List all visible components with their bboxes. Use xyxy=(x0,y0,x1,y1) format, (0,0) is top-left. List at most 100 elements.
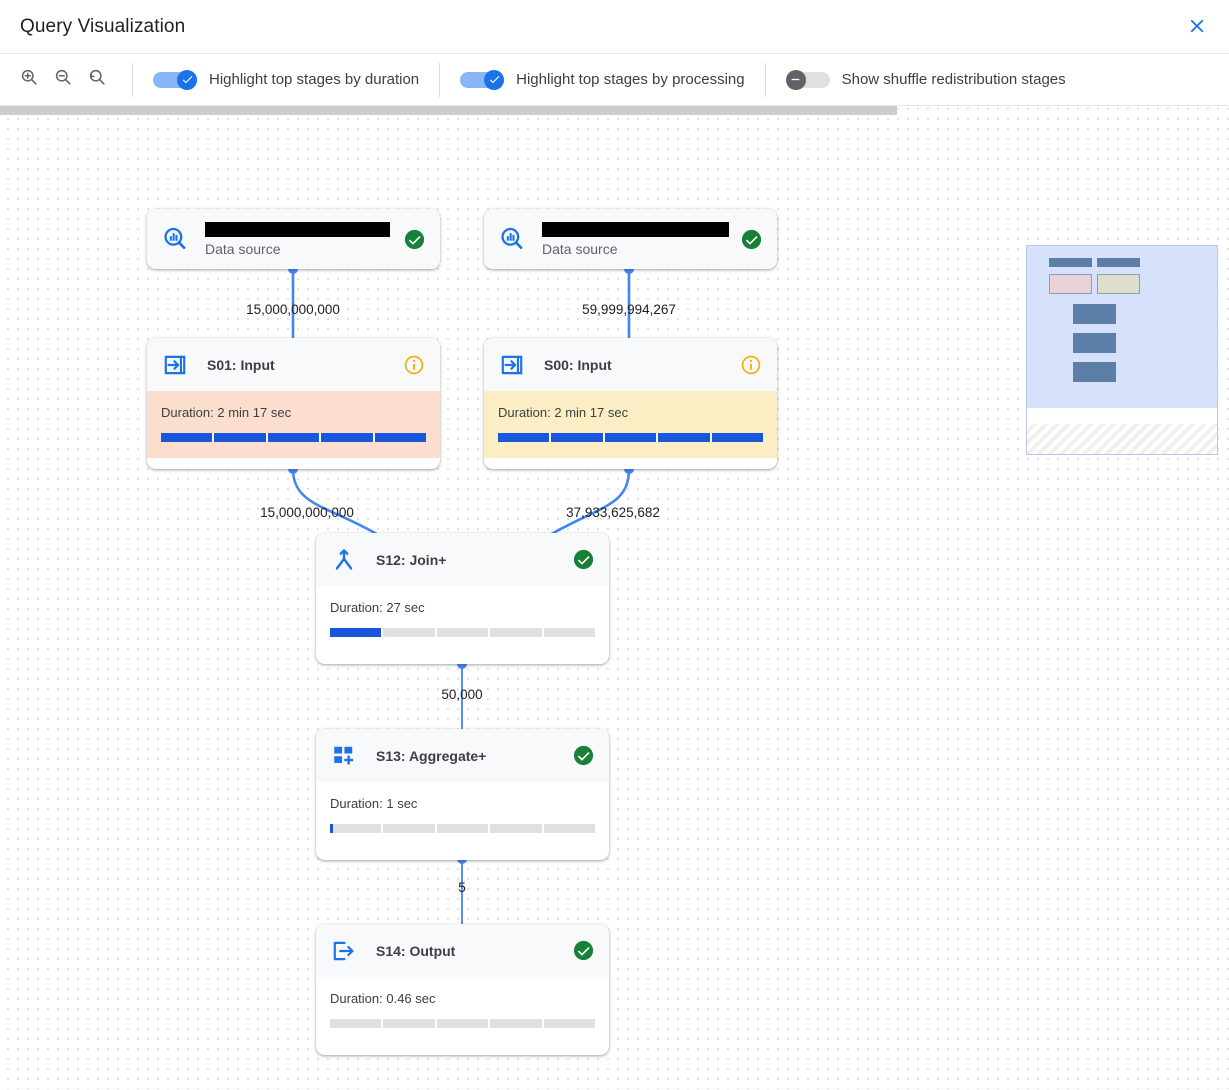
data-source-texts: Data source xyxy=(205,221,402,257)
node-header: S00: Input xyxy=(484,338,777,391)
duration-label: Duration: 27 sec xyxy=(330,600,425,615)
progress-bar xyxy=(161,433,426,442)
edge-s01-s12 xyxy=(291,468,381,538)
duration-label: Duration: 2 min 17 sec xyxy=(161,405,292,420)
node-data-source-right[interactable]: Data source xyxy=(484,209,777,269)
status-badge-success xyxy=(571,744,595,768)
input-stage-icon xyxy=(161,351,189,379)
node-title: S13: Aggregate+ xyxy=(376,747,487,764)
zoom-in-button[interactable] xyxy=(12,63,46,97)
minimap-node-highlight-processing xyxy=(1097,274,1140,294)
node-body: Duration: 1 sec xyxy=(316,782,609,849)
edge-s00-s12 xyxy=(547,468,631,538)
edge-label: 37,933,625,682 xyxy=(566,505,660,520)
horizontal-scrollbar[interactable] xyxy=(0,106,897,115)
progress-ticks xyxy=(330,1019,595,1028)
toggle-switch-shuffle[interactable] xyxy=(785,69,830,90)
data-source-subtitle: Data source xyxy=(205,240,281,257)
zoom-out-button[interactable] xyxy=(46,63,80,97)
zoom-in-icon xyxy=(19,67,39,92)
data-source-name-redacted xyxy=(205,221,390,237)
node-header: Data source xyxy=(484,209,777,269)
minimap-viewport[interactable] xyxy=(1027,246,1217,408)
data-source-icon xyxy=(498,225,526,253)
join-stage-icon xyxy=(330,546,358,574)
minimap-node-highlight-duration xyxy=(1049,274,1092,294)
dialog-header: Query Visualization xyxy=(0,0,1229,53)
status-badge-info[interactable] xyxy=(402,353,426,377)
toggle-label-processing: Highlight top stages by processing xyxy=(516,71,745,88)
switch-knob xyxy=(785,69,806,90)
node-title: S12: Join+ xyxy=(376,551,447,568)
progress-bar xyxy=(330,1019,595,1028)
check-icon xyxy=(489,76,500,84)
toggle-label-duration: Highlight top stages by duration xyxy=(209,71,420,88)
edge-label: 50,000 xyxy=(441,687,483,702)
zoom-reset-button[interactable] xyxy=(80,63,114,97)
status-badge-info[interactable] xyxy=(739,353,763,377)
duration-label: Duration: 2 min 17 sec xyxy=(498,405,629,420)
page-title: Query Visualization xyxy=(20,15,186,37)
node-stage-s13[interactable]: S13: Aggregate+ Duration: 1 sec xyxy=(316,729,609,860)
toggle-label-shuffle: Show shuffle redistribution stages xyxy=(841,71,1066,88)
duration-label: Duration: 0.46 sec xyxy=(330,991,436,1006)
progress-fill xyxy=(330,628,383,637)
status-badge-success xyxy=(571,548,595,572)
toolbar-divider xyxy=(764,62,766,97)
progress-fill xyxy=(498,433,763,442)
graph-minimap[interactable] xyxy=(1026,245,1218,455)
aggregate-stage-icon xyxy=(330,742,358,770)
switch-knob xyxy=(177,69,197,90)
node-stage-s00[interactable]: S00: Input Duration: 2 min 17 sec xyxy=(484,338,777,469)
node-body: Duration: 0.46 sec xyxy=(316,977,609,1044)
minimap-node xyxy=(1073,333,1116,353)
zoom-controls xyxy=(0,54,122,105)
node-stage-s12[interactable]: S12: Join+ Duration: 27 sec xyxy=(316,533,609,664)
node-header: S14: Output xyxy=(316,924,609,977)
edge-label: 5 xyxy=(458,880,466,895)
toolbar-divider xyxy=(132,62,133,97)
toggle-show-shuffle[interactable]: Show shuffle redistribution stages xyxy=(776,54,1076,105)
toggle-switch-processing[interactable] xyxy=(460,69,505,90)
progress-bar xyxy=(498,433,763,442)
toggle-highlight-duration[interactable]: Highlight top stages by duration xyxy=(143,54,429,105)
check-icon xyxy=(182,76,192,84)
edge-label: 15,000,000,000 xyxy=(246,302,340,317)
node-header: Data source xyxy=(147,209,440,269)
minus-icon xyxy=(791,78,800,81)
node-header: S13: Aggregate+ xyxy=(316,729,609,782)
progress-bar xyxy=(330,628,595,637)
node-header: S12: Join+ xyxy=(316,533,609,586)
switch-knob xyxy=(484,69,505,90)
status-badge-success xyxy=(739,227,763,251)
node-body: Duration: 27 sec xyxy=(316,586,609,653)
graph-canvas[interactable]: 15,000,000,000 59,999,994,267 15,000,000… xyxy=(0,106,1229,1089)
node-body: Duration: 2 min 17 sec xyxy=(147,391,440,458)
node-title: S00: Input xyxy=(544,356,612,373)
progress-fill xyxy=(330,824,334,833)
data-source-subtitle: Data source xyxy=(542,240,618,257)
progress-ticks xyxy=(330,824,595,833)
minimap-node xyxy=(1097,258,1140,267)
zoom-out-icon xyxy=(53,67,73,92)
toggle-switch-duration[interactable] xyxy=(153,69,197,90)
node-stage-s01[interactable]: S01: Input Duration: 2 min 17 sec xyxy=(147,338,440,469)
visualization-toolbar: Highlight top stages by duration Highlig… xyxy=(0,53,1229,106)
progress-bar xyxy=(330,824,595,833)
close-icon xyxy=(1186,15,1208,37)
node-header: S01: Input xyxy=(147,338,440,391)
progress-fill xyxy=(161,433,426,442)
data-source-name-redacted xyxy=(542,221,729,237)
node-data-source-left[interactable]: Data source xyxy=(147,209,440,269)
minimap-node xyxy=(1073,362,1116,382)
minimap-hatched-area xyxy=(1027,424,1217,454)
node-stage-s14[interactable]: S14: Output Duration: 0.46 sec xyxy=(316,924,609,1055)
toolbar-divider xyxy=(439,62,441,97)
toggle-highlight-processing[interactable]: Highlight top stages by processing xyxy=(450,54,754,105)
status-badge-success xyxy=(571,939,595,963)
zoom-reset-icon xyxy=(87,67,107,92)
edge-label: 59,999,994,267 xyxy=(582,302,676,317)
data-source-texts: Data source xyxy=(542,221,739,257)
close-button[interactable] xyxy=(1179,8,1215,44)
duration-label: Duration: 1 sec xyxy=(330,796,418,811)
